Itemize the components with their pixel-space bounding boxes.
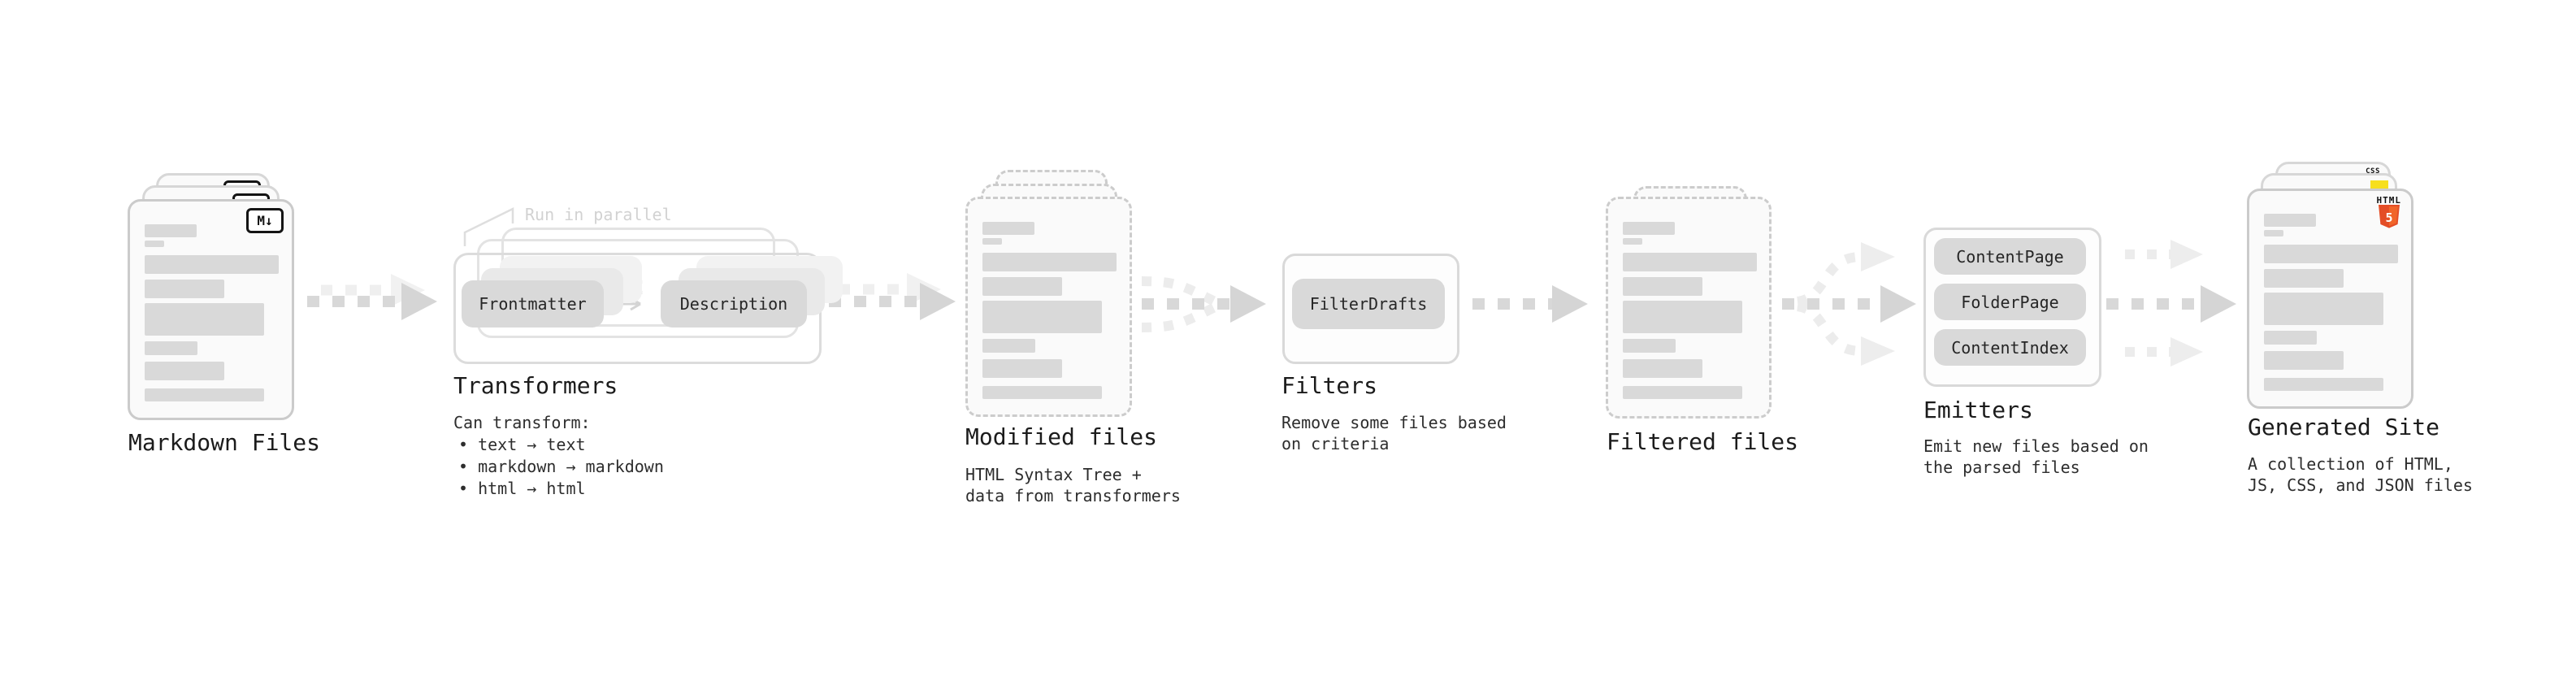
placeholder-bar	[145, 255, 279, 274]
document-placeholder-lines	[1623, 222, 1757, 399]
arrow-modified-to-filters	[1141, 276, 1266, 332]
generated-site-card-front: HTML 5	[2247, 189, 2413, 409]
placeholder-bar	[145, 280, 224, 298]
emitters-description: Emit new files based on	[1923, 436, 2149, 456]
run-in-parallel-annotation: Run in parallel	[525, 205, 672, 224]
placeholder-bar	[145, 362, 224, 380]
placeholder-bar	[145, 241, 164, 247]
placeholder-bar	[1623, 277, 1702, 296]
placeholder-bar	[2264, 214, 2316, 227]
html5-icon: HTML 5	[2377, 196, 2402, 228]
document-placeholder-lines	[145, 224, 279, 401]
generated-site-description: JS, CSS, and JSON files	[2248, 475, 2473, 495]
arrow-markdown-to-transformers	[307, 274, 437, 320]
modified-files-description: data from transformers	[965, 486, 1181, 505]
placeholder-bar	[1623, 301, 1742, 333]
generated-site-heading: Generated Site	[2248, 414, 2440, 440]
placeholder-bar	[2264, 378, 2383, 391]
arrow-filtered-to-emitters	[1782, 242, 1916, 366]
filterdrafts-pill: FilterDrafts	[1292, 279, 1445, 329]
placeholder-bar	[2264, 245, 2398, 263]
html5-icon-label: HTML	[2376, 195, 2401, 206]
markdown-file-card-front: M↓	[128, 199, 294, 420]
transformers-bullet: • markdown → markdown	[458, 457, 664, 476]
filters-description: Remove some files based	[1281, 413, 1507, 432]
contentpage-pill: ContentPage	[1934, 238, 2086, 275]
placeholder-bar	[982, 359, 1062, 378]
filters-heading: Filters	[1281, 372, 1378, 399]
placeholder-bar	[982, 277, 1062, 296]
arrow-filters-to-filtered	[1472, 285, 1588, 323]
markdown-files-label: Markdown Files	[128, 429, 321, 456]
placeholder-bar	[1623, 253, 1757, 271]
placeholder-bar	[982, 253, 1117, 271]
placeholder-bar	[1623, 359, 1702, 378]
placeholder-bar	[2264, 293, 2383, 325]
placeholder-bar	[982, 222, 1034, 235]
modified-files-heading: Modified files	[965, 423, 1158, 450]
folderpage-pill: FolderPage	[1934, 284, 2086, 320]
html5-shield: 5	[2378, 205, 2400, 228]
placeholder-bar	[2264, 230, 2283, 236]
css-icon-label: CSS	[2366, 167, 2380, 176]
transformers-bullet: • html → html	[458, 479, 586, 498]
frontmatter-pill: Frontmatter	[462, 280, 604, 327]
placeholder-bar	[2264, 351, 2344, 370]
svg-text:5: 5	[2385, 210, 2392, 225]
emitters-heading: Emitters	[1923, 397, 2033, 423]
placeholder-bar	[145, 341, 197, 355]
transformers-heading: Transformers	[453, 372, 618, 399]
markdown-icon: M↓	[246, 208, 284, 233]
placeholder-bar	[982, 386, 1102, 399]
modified-file-card-front	[965, 197, 1132, 417]
placeholder-bar	[982, 301, 1102, 333]
placeholder-bar	[1623, 339, 1676, 353]
description-pill: Description	[661, 280, 807, 327]
document-placeholder-lines	[982, 222, 1117, 399]
generated-site-description: A collection of HTML,	[2248, 454, 2453, 474]
placeholder-bar	[1623, 238, 1642, 245]
arrow-transformers-to-modified	[829, 273, 956, 320]
emitters-description: the parsed files	[1923, 458, 2080, 477]
filtered-file-card-front	[1606, 197, 1772, 419]
transformers-bullet: • text → text	[458, 435, 586, 454]
modified-files-description: HTML Syntax Tree +	[965, 465, 1142, 484]
placeholder-bar	[2264, 269, 2344, 288]
placeholder-bar	[145, 388, 264, 401]
placeholder-bar	[982, 339, 1035, 353]
arrow-emitters-to-generated	[2106, 240, 2236, 367]
placeholder-bar	[145, 224, 197, 237]
document-placeholder-lines	[2264, 214, 2398, 391]
placeholder-bar	[982, 238, 1002, 245]
filters-description: on criteria	[1281, 434, 1390, 453]
transformers-intro: Can transform:	[453, 413, 591, 432]
placeholder-bar	[145, 303, 264, 336]
placeholder-bar	[1623, 222, 1675, 235]
placeholder-bar	[2264, 331, 2317, 345]
contentindex-pill: ContentIndex	[1934, 329, 2086, 366]
placeholder-bar	[1623, 386, 1742, 399]
filtered-files-heading: Filtered files	[1607, 428, 1799, 455]
